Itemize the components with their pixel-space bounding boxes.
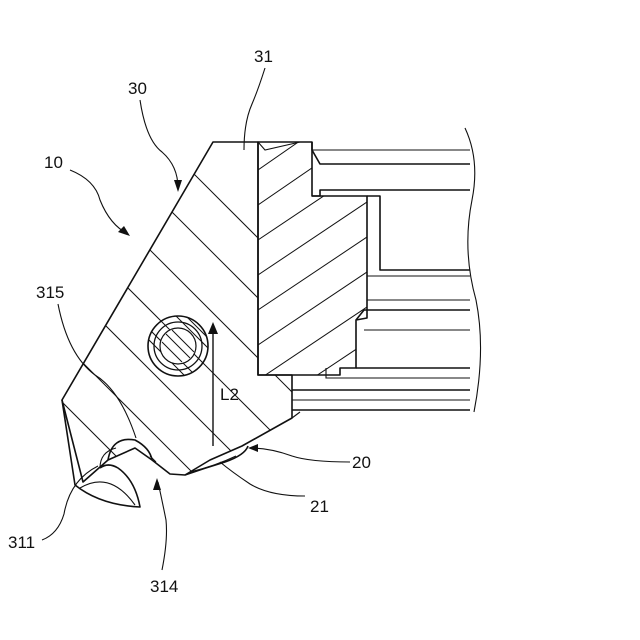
- label-314: 314: [150, 577, 178, 596]
- l2-dimension-arrow: [208, 322, 218, 446]
- label-30: 30: [128, 79, 147, 98]
- label-31: 31: [254, 47, 273, 66]
- label-21: 21: [310, 497, 329, 516]
- label-20: 20: [352, 453, 371, 472]
- label-l2: L2: [220, 385, 239, 404]
- label-315: 315: [36, 283, 64, 302]
- holder-body: [0, 130, 330, 640]
- body-hatching: [0, 130, 330, 640]
- label-10: 10: [44, 153, 63, 172]
- insert-plate: [236, 120, 370, 400]
- seal-lip: [185, 446, 248, 475]
- leader-lines: [42, 68, 350, 570]
- label-311: 311: [8, 533, 35, 552]
- housing-frame: [258, 128, 481, 418]
- insert-hatching: [258, 120, 370, 400]
